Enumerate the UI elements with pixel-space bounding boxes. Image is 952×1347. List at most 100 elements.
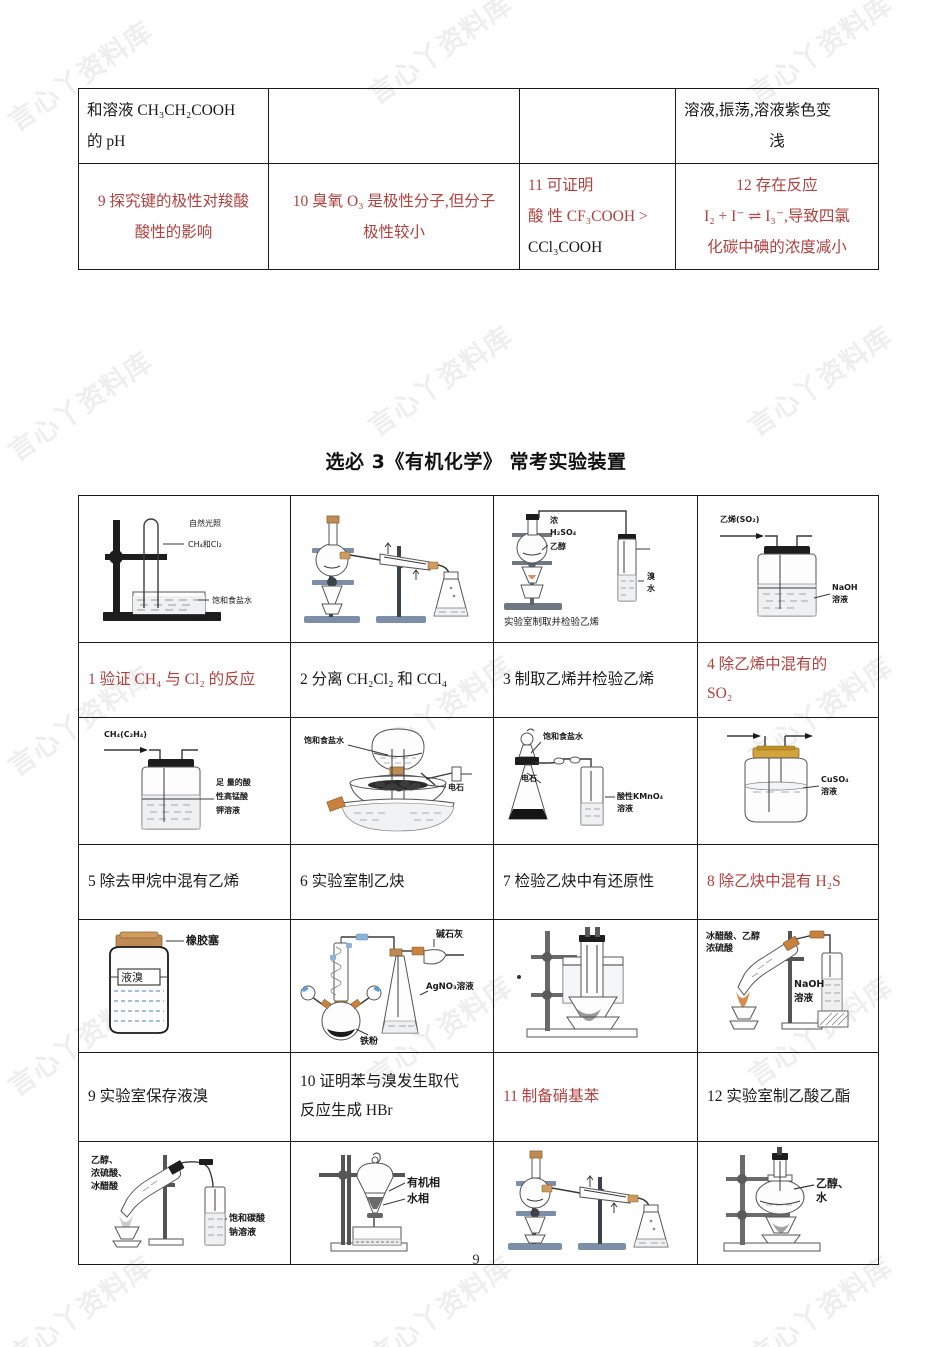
cell-condition-ph: 和溶液 CH₃CH₂COOH 的 pH [78,88,269,164]
label-cell-9: 9 实验室保存液溴 [78,1052,291,1142]
gas-washing-bottle-kmno4: CH₄(C₂H₄) [103,730,251,830]
svg-text:电石: 电石 [521,773,537,783]
svg-text:橡胶塞: 橡胶塞 [186,933,220,947]
cell-observation-purple-fade: 溶液,振荡,溶液紫色变 浅 [675,88,879,164]
figure-cell-7: 饱和食盐水 电石 酸性KMnO₄ 溶液 [493,717,698,845]
svg-text:浓: 浓 [550,515,559,525]
svg-text:酸性KMnO₄: 酸性KMnO₄ [617,791,664,801]
label-cell-2: 2 分离 CH₂Cl₂ 和 CCl₄ [290,642,494,718]
figure-row-2: CH₄(C₂H₄) [78,717,879,845]
svg-text:溶液: 溶液 [832,594,848,604]
label-cell-5: 5 除去甲烷中混有乙烯 [78,844,291,920]
figure-cell-6: 饱和食盐水 电石 [290,717,494,845]
svg-text:性高锰酸: 性高锰酸 [216,791,249,801]
cell-line: 溶液,振荡,溶液紫色变 [684,102,832,119]
svg-text:饱和碳酸: 饱和碳酸 [229,1212,266,1224]
svg-text:实验室制取并检验乙烯: 实验室制取并检验乙烯 [504,616,600,628]
figure-cell-1: 自然光照 CH₄和Cl₂ 饱和食盐水 [78,495,291,643]
figure-cell-11 [493,919,698,1053]
svg-text:饱和食盐水: 饱和食盐水 [304,735,345,745]
svg-text:CH₄(C₂H₄): CH₄(C₂H₄) [104,730,147,739]
svg-text:NaOH: NaOH [832,583,858,592]
ethyl-acetate-distillation-setup: 乙醇、 浓硫酸、 冰醋酸 [91,1154,266,1248]
figure-row-4: 乙醇、 浓硫酸、 冰醋酸 [78,1141,879,1265]
continued-properties-table: 和溶液 CH₃CH₂COOH 的 pH 溶液,振荡,溶液紫色变 浅 9 探究键的… [78,88,879,270]
device-label-12: 12 实验室制乙酸乙酯 [707,1087,851,1105]
svg-text:钠溶液: 钠溶液 [229,1226,257,1238]
gas-washing-bottle-cuso4: CuSO₄ 溶液 [727,733,849,823]
cell-conclusion-9: 9 探究键的极性对羧酸 酸性的影响 [78,163,269,270]
device-label-8: 8 除乙炔中混有 H₂S [707,872,841,890]
cell-line: I₂ + I⁻ ⇌ I₃⁻,导致四氯 [704,208,850,225]
ethylene-preparation-and-test: 浓 H₂SO₄ 乙醇 溴 水 实验室制取并检验乙烯 [503,510,656,628]
svg-text:电石: 电石 [448,782,464,792]
acetylene-generator: 饱和食盐水 电石 [304,728,472,832]
cell-line: 12 存在反应 [736,177,818,194]
table-row: 和溶液 CH₃CH₂COOH 的 pH 溶液,振荡,溶液紫色变 浅 [78,88,879,164]
svg-text:H₂SO₄: H₂SO₄ [550,528,577,537]
ethyl-acetate-preparation: 冰醋酸、乙醇 浓硫酸 [706,930,849,1030]
figure-row-1: 自然光照 CH₄和Cl₂ 饱和食盐水 [78,495,879,643]
experiment-apparatus-table: 自然光照 CH₄和Cl₂ 饱和食盐水 [78,495,879,1265]
nitrobenzene-water-bath-setup [516,927,637,1038]
label-cell-6: 6 实验室制乙炔 [290,844,494,920]
liquid-bromine-storage-bottle: 液溴 橡胶塞 [108,931,220,1034]
label-cell-12: 12 实验室制乙酸乙酯 [697,1052,879,1142]
svg-text:NaOH: NaOH [794,979,824,990]
label-cell-4: 4 除乙烯中混有的 SO₂ [697,642,879,718]
figure-cell-16: 乙醇、 水 [697,1141,879,1265]
label-row-2: 5 除去甲烷中混有乙烯 6 实验室制乙炔 7 检验乙炔中有还原性 8 除乙炔中混… [78,844,879,920]
cell-conclusion-12: 12 存在反应 I₂ + I⁻ ⇌ I₃⁻,导致四氯 化碳中碘的浓度减小 [675,163,879,270]
svg-text:有机相: 有机相 [407,1175,440,1189]
svg-text:乙醇、: 乙醇、 [816,1176,849,1190]
figure-cell-10: 碱石灰 铁粉 AgNO₃溶液 [290,919,494,1053]
page-number: 9 [472,1252,480,1268]
device-label-1: 1 验证 CH₄ 与 Cl₂ 的反应 [88,670,256,688]
device-label-5: 5 除去甲烷中混有乙烯 [88,872,240,890]
cell-line: CCl₃COOH [528,239,603,256]
device-label-9: 9 实验室保存液溴 [88,1087,209,1105]
cell-line: 9 探究键的极性对羧酸 [97,192,250,210]
svg-text:水: 水 [816,1190,828,1204]
svg-text:液溴: 液溴 [121,970,143,984]
svg-text:溶液: 溶液 [821,786,837,796]
svg-text:CH₄和Cl₂: CH₄和Cl₂ [188,540,222,549]
svg-text:乙醇、: 乙醇、 [91,1154,118,1166]
device-label-6: 6 实验室制乙炔 [300,872,405,890]
figure-row-3: 液溴 橡胶塞 [78,919,879,1053]
svg-text:铁粉: 铁粉 [360,1035,378,1047]
cell-empty-b [519,88,676,164]
figure-cell-5: CH₄(C₂H₄) [78,717,291,845]
device-label-11: 11 制备硝基苯 [503,1087,600,1105]
figure-cell-2 [290,495,494,643]
section-title: 选必 3《有机化学》 常考实验装置 [325,451,627,473]
table-row: 9 探究键的极性对羧酸 酸性的影响 10 臭氧 O₃ 是极性分子,但分子 极性较… [78,163,879,270]
methane-chlorine-photoreaction-setup: 自然光照 CH₄和Cl₂ 饱和食盐水 [102,518,252,621]
figure-cell-13: 乙醇、 浓硫酸、 冰醋酸 [78,1141,291,1265]
svg-text:浓硫酸、: 浓硫酸、 [91,1167,127,1179]
cell-empty-a [268,88,520,164]
device-label-4-line1: 4 除乙烯中混有的 [707,656,828,674]
svg-text:溴: 溴 [647,571,656,581]
cell-line: 浅 [769,133,785,150]
ethanol-water-distillation: 乙醇、 水 [723,1147,849,1252]
label-cell-10: 10 证明苯与溴发生取代 反应生成 HBr [290,1052,494,1142]
svg-text:水相: 水相 [407,1191,429,1205]
svg-text:饱和食盐水: 饱和食盐水 [543,731,584,741]
benzene-bromination-apparatus: 碱石灰 铁粉 AgNO₃溶液 [300,928,474,1047]
figure-cell-9: 液溴 橡胶塞 [78,919,291,1053]
cell-line: 酸 性 CF₃COOH > [528,208,648,225]
svg-text:钾溶液: 钾溶液 [216,805,240,815]
svg-text:溶液: 溶液 [794,992,814,1004]
cell-conclusion-10: 10 臭氧 O₃ 是极性分子,但分子 极性较小 [268,163,520,270]
figure-cell-15 [493,1141,698,1265]
cell-line: 化碳中碘的浓度减小 [707,239,847,256]
svg-text:乙烯(SO₂): 乙烯(SO₂) [720,514,759,524]
distillation-apparatus [304,515,469,623]
separatory-funnel-extraction: 有机相 水相 [319,1152,440,1252]
svg-text:乙醇: 乙醇 [550,541,566,551]
label-row-1: 1 验证 CH₄ 与 Cl₂ 的反应 2 分离 CH₂Cl₂ 和 CCl₄ 3 … [78,642,879,718]
device-label-10-line1: 10 证明苯与溴发生取代 [300,1073,459,1091]
svg-text:自然光照: 自然光照 [189,518,221,528]
